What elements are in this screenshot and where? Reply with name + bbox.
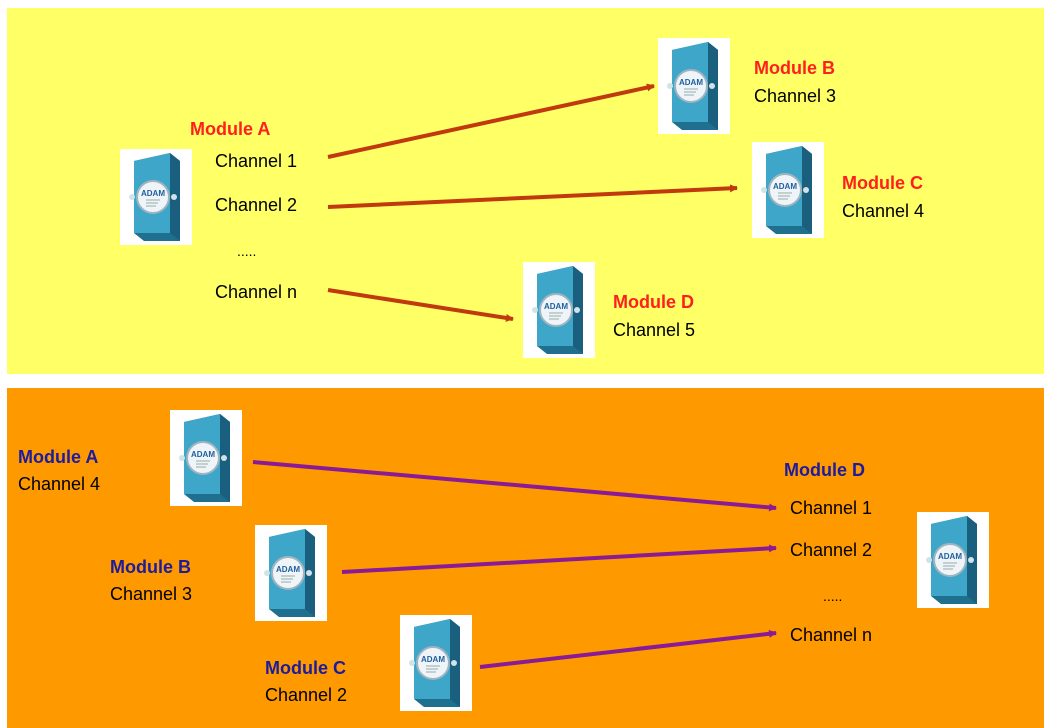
bottom-target-ellipsis: .....	[823, 588, 843, 604]
bottom-module-b-device-icon: ADAM	[255, 525, 327, 621]
svg-text:ADAM: ADAM	[141, 189, 165, 198]
bottom-source-b-channel: Channel 3	[110, 584, 193, 604]
bottom-source-a-title: Module A	[18, 447, 99, 467]
top-source-channel-n: Channel n	[215, 282, 298, 302]
bottom-source-a-channel: Channel 4	[18, 474, 101, 494]
top-target-c-channel: Channel 4	[842, 201, 925, 221]
module-a-device-icon: ADAM	[120, 149, 192, 245]
svg-text:ADAM: ADAM	[938, 552, 962, 561]
bottom-module-c-device-icon: ADAM	[400, 615, 472, 711]
bottom-source-b-title: Module B	[110, 557, 191, 577]
module-c-device-icon: ADAM	[752, 142, 824, 238]
svg-text:ADAM: ADAM	[421, 655, 445, 664]
module-d-device-icon: ADAM	[523, 262, 595, 358]
top-source-title: Module A	[190, 119, 271, 139]
bottom-module-d-device-icon: ADAM	[917, 512, 989, 608]
svg-text:ADAM: ADAM	[191, 450, 215, 459]
svg-text:ADAM: ADAM	[276, 565, 300, 574]
top-source-channel-1: Channel 1	[215, 151, 298, 171]
module-b-device-icon: ADAM	[658, 38, 730, 134]
svg-text:ADAM: ADAM	[679, 78, 703, 87]
bottom-target-channel-1: Channel 1	[790, 498, 873, 518]
top-target-d-title: Module D	[613, 292, 694, 312]
svg-text:ADAM: ADAM	[544, 302, 568, 311]
svg-text:ADAM: ADAM	[773, 182, 797, 191]
top-target-d-channel: Channel 5	[613, 320, 696, 340]
bottom-source-c-channel: Channel 2	[265, 685, 348, 705]
bottom-target-channel-2: Channel 2	[790, 540, 873, 560]
top-source-ellipsis: .....	[237, 243, 257, 259]
top-target-b-channel: Channel 3	[754, 86, 837, 106]
top-target-c-title: Module C	[842, 173, 923, 193]
bottom-target-channel-n: Channel n	[790, 625, 873, 645]
top-target-b-title: Module B	[754, 58, 835, 78]
bottom-target-title: Module D	[784, 460, 865, 480]
bottom-module-a-device-icon: ADAM	[170, 410, 242, 506]
bottom-source-c-title: Module C	[265, 658, 346, 678]
top-source-channel-2: Channel 2	[215, 195, 298, 215]
